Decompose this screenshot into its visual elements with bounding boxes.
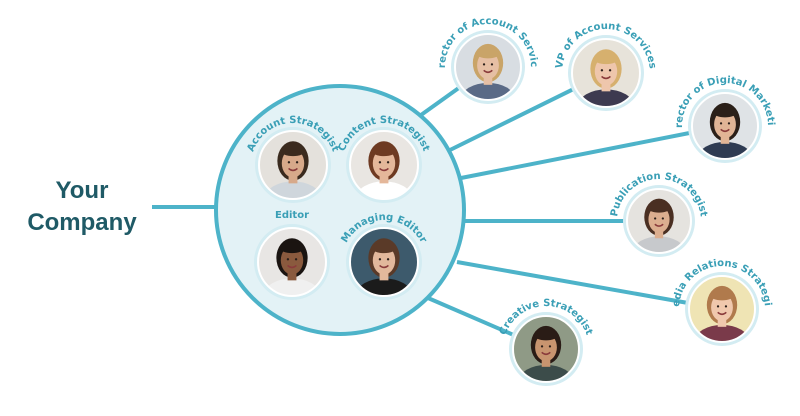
strategist-director-account-services <box>451 30 525 116</box>
strategist-vp-account-services <box>568 35 644 123</box>
strategist-media-relations-strategist <box>685 272 759 358</box>
strategist-creative-strategist <box>509 312 583 398</box>
strategist-publication-strategist <box>623 185 695 268</box>
team-hub-circle <box>216 86 464 334</box>
strategist-director-digital-marketing <box>688 89 762 175</box>
team-member-label-group: Editor <box>275 210 309 221</box>
connector-media-relations-strategist <box>457 262 690 303</box>
team-member-label-editor: Editor <box>275 210 309 221</box>
connector-director-account-services <box>421 86 461 115</box>
